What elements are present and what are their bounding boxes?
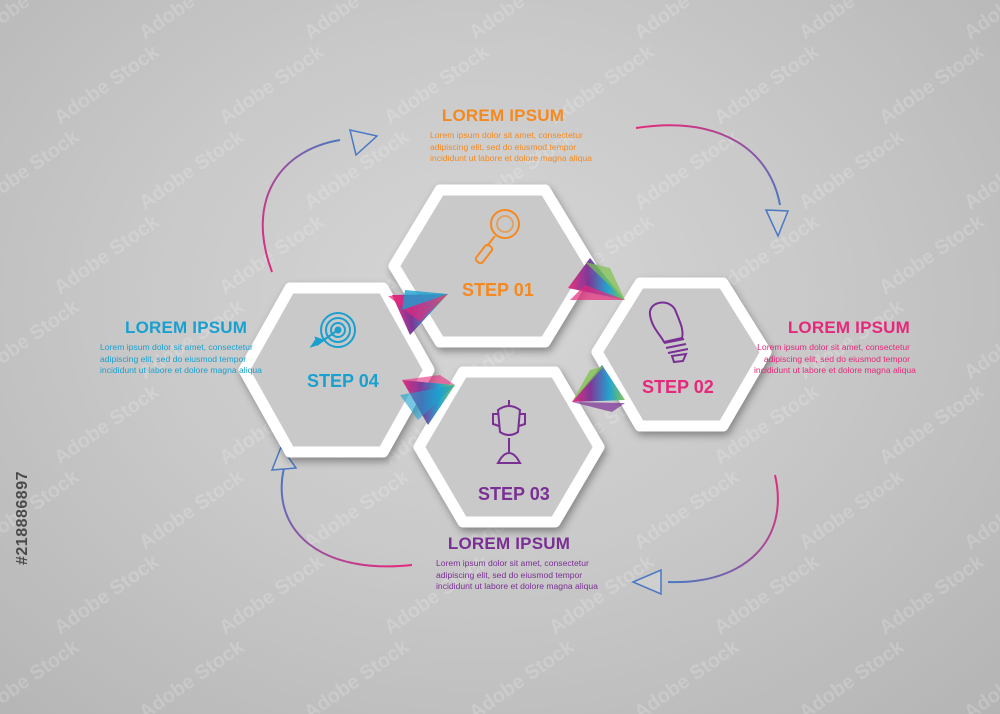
step-1-label: STEP 01 — [462, 280, 534, 300]
trophy-icon — [492, 400, 526, 464]
watermark-text: Adobe Stock — [875, 40, 988, 129]
watermark-text: Adobe Stock — [50, 380, 163, 469]
watermark-text: Adobe Stock — [0, 465, 84, 554]
watermark-text: Adobe Stock — [300, 465, 413, 554]
watermark-text: Adobe Stock — [135, 125, 248, 214]
watermark-text: Adobe Stock — [135, 465, 248, 554]
watermark-text: Adobe Stock — [630, 125, 743, 214]
fan-arrow-4-to-1 — [388, 290, 448, 335]
step-3-label: STEP 03 — [478, 484, 550, 504]
watermark-text: Adobe Stock — [50, 210, 163, 299]
watermark-text: Adobe Stock — [795, 465, 908, 554]
text-block-left-title: LOREM IPSUM — [125, 318, 248, 337]
text-block-top-body: Lorem ipsum dolor sit amet, consectetur … — [430, 130, 592, 165]
hexagon-step-1 — [388, 184, 597, 348]
body-line: incididunt ut labore et dolore magna ali… — [754, 365, 916, 375]
body-line: Lorem ipsum dolor sit amet, consectetur — [757, 342, 910, 352]
text-block-bottom-body: Lorem ipsum dolor sit amet, consectetur … — [436, 558, 598, 593]
fan-arrow-3-to-4 — [400, 375, 455, 425]
target-icon — [309, 312, 356, 348]
text-block-left: LOREM IPSUM Lorem ipsum dolor sit amet, … — [100, 318, 262, 377]
watermark-text: Adobe Stock — [0, 125, 84, 214]
arrowhead-top-left-icon — [348, 129, 379, 157]
watermark-text: Adobe Stock — [300, 0, 413, 44]
watermark-text: Adobe Stock — [215, 550, 328, 639]
magnifier-icon — [474, 209, 520, 265]
watermark-text: Adobe Stock — [960, 0, 1000, 44]
body-line: adipiscing elit, sed do eiusmod tempor — [763, 353, 910, 364]
watermark-text: Adobe Stock — [710, 550, 823, 639]
body-line: adipiscing elit, sed do eiusmod tempor — [430, 141, 577, 152]
text-block-right-title: LOREM IPSUM — [787, 318, 910, 337]
watermark-text: Adobe Stock — [465, 0, 578, 44]
connector-arc-top-right — [635, 124, 781, 206]
body-line: Lorem ipsum dolor sit amet, consectetur — [430, 130, 583, 140]
arrowhead-bottom-right-icon — [631, 568, 662, 596]
connector-arc-bottom-left — [280, 467, 413, 568]
watermark-text: Adobe Stock — [630, 0, 743, 44]
watermark-text: Adobe Stock — [0, 0, 84, 44]
arrowhead-bottom-left-icon — [270, 445, 298, 471]
text-block-bottom-title: LOREM IPSUM — [447, 534, 571, 553]
body-line: Lorem ipsum dolor sit amet, consectetur — [100, 342, 253, 352]
arrowhead-top-right-icon — [764, 209, 790, 238]
watermark-text: Adobe Stock — [50, 40, 163, 129]
watermark-text: Adobe Stock — [960, 635, 1000, 714]
lightbulb-icon — [648, 301, 689, 364]
text-block-bottom: LOREM IPSUM Lorem ipsum dolor sit amet, … — [436, 534, 598, 593]
fan-arrow-2-to-3 — [572, 365, 625, 412]
watermark-text: Adobe Stock — [135, 0, 248, 44]
stock-image-id: #218886897 — [14, 471, 31, 565]
connector-arc-top-left — [261, 139, 341, 273]
watermark-text: Adobe Stock — [300, 635, 413, 714]
body-line: incididunt ut labore et dolore magna ali… — [100, 365, 262, 375]
watermark-text: Adobe Stock — [710, 40, 823, 129]
watermark-text: Adobe Stock — [875, 380, 988, 469]
watermark-text: Adobe Stock — [0, 295, 84, 384]
watermark-text: Adobe Stock — [960, 125, 1000, 214]
step-2-label: STEP 02 — [642, 377, 714, 397]
watermark-text: Adobe Stock — [215, 40, 328, 129]
watermark-text: Adobe Stock — [630, 635, 743, 714]
watermark-text: Adobe Stock — [875, 550, 988, 639]
watermark-text: Adobe Stock — [465, 635, 578, 714]
watermark-text: Adobe Stock — [50, 550, 163, 639]
text-block-left-body: Lorem ipsum dolor sit amet, consectetur … — [100, 342, 262, 377]
watermark-text: Adobe Stock — [960, 295, 1000, 384]
text-block-right: LOREM IPSUM Lorem ipsum dolor sit amet, … — [754, 318, 916, 377]
text-block-right-body: Lorem ipsum dolor sit amet, consectetur … — [754, 342, 916, 377]
text-block-top-title: LOREM IPSUM — [441, 106, 565, 125]
body-line: adipiscing elit, sed do eiusmod tempor — [100, 353, 247, 364]
watermark-text: Adobe Stock — [795, 0, 908, 44]
connector-arc-bottom-right — [667, 474, 779, 584]
body-line: Lorem ipsum dolor sit amet, consectetur — [436, 558, 589, 568]
watermark-text: Adobe Stock — [0, 635, 84, 714]
fan-arrow-1-to-2 — [568, 258, 625, 300]
watermark-text: Adobe Stock — [795, 125, 908, 214]
body-line: adipiscing elit, sed do eiusmod tempor — [436, 569, 583, 580]
watermark-text: Adobe Stock — [795, 635, 908, 714]
watermark-text: Adobe Stock — [875, 210, 988, 299]
body-line: incididunt ut labore et dolore magna ali… — [430, 153, 592, 163]
text-block-top: LOREM IPSUM Lorem ipsum dolor sit amet, … — [430, 106, 592, 165]
hexagon-step-4 — [238, 282, 435, 458]
watermark-text: Adobe Stock — [630, 465, 743, 554]
watermark-text: Adobe Stock — [135, 635, 248, 714]
body-line: incididunt ut labore et dolore magna ali… — [436, 581, 598, 591]
watermark-text: Adobe Stock — [960, 465, 1000, 554]
step-4-label: STEP 04 — [307, 371, 379, 391]
